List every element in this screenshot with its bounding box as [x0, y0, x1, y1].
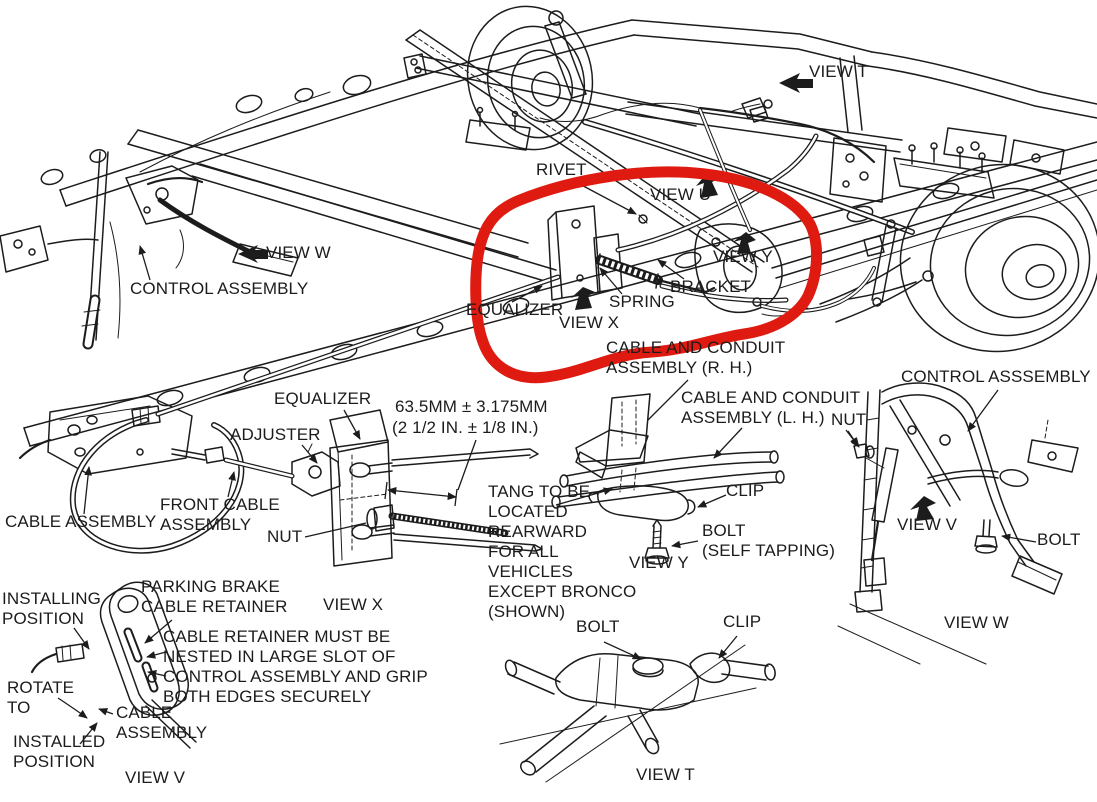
label-tang-note: TANG TO BE LOCATED REARWARD FOR ALL VEHI…: [488, 482, 637, 622]
label-view-y: VIEW Y: [713, 247, 773, 266]
label-cable-assembly-vv: CABLE ASSEMBLY: [116, 703, 208, 743]
label-rivet: RIVET: [536, 160, 587, 179]
label-clip-viewy: CLIP: [726, 481, 765, 500]
label-front-cable: FRONT CABLE ASSEMBLY: [160, 495, 280, 535]
label-view-t: VIEW T: [809, 62, 868, 81]
label-cable-conduit-lh: CABLE AND CONDUIT ASSEMBLY (L. H.): [681, 388, 861, 428]
label-parking-brake-retainer: PARKING BRAKE CABLE RETAINER: [141, 577, 288, 617]
label-view-x-main: VIEW X: [559, 313, 620, 332]
label-bracket: BRACKET: [670, 277, 751, 296]
label-retainer-note: CABLE RETAINER MUST BE NESTED IN LARGE S…: [163, 627, 428, 707]
label-control-assembly-right: CONTROL ASSSEMBLY: [901, 367, 1091, 386]
control-assembly-art: [0, 91, 331, 350]
label-nut-detail: NUT: [267, 527, 303, 546]
label-dimension-inch: (2 1/2 IN. ± 1/8 IN.): [392, 418, 539, 437]
view-w-direction-arrow-icon: [238, 245, 268, 263]
label-bolt-self-tapping: BOLT (SELF TAPPING): [702, 521, 836, 561]
view-y-direction-arrow-icon: [733, 232, 756, 254]
label-adjuster: ADJUSTER: [230, 425, 321, 444]
detail-view-x: [171, 409, 543, 567]
label-rotate-to: ROTATE TO: [7, 678, 75, 718]
view-v-direction-arrow-icon: [910, 496, 936, 521]
label-view-w-main: VIEW W: [266, 243, 331, 262]
label-nut-right: NUT: [831, 410, 867, 429]
rear-frame-parts: [729, 55, 1065, 175]
view-t-direction-arrow-icon: [779, 73, 813, 93]
detail-view-t: [499, 644, 776, 783]
left-axle-drum: [403, 5, 915, 235]
highlight-annotation: [470, 166, 823, 384]
label-installed-position: INSTALLED POSITION: [13, 732, 106, 772]
view-x-direction-arrow-icon: [571, 287, 595, 310]
label-cable-conduit-rh: CABLE AND CONDUIT ASSEMBLY (R. H.): [606, 338, 786, 378]
right-axle-drum: [761, 137, 1097, 353]
caption-view-y: VIEW Y: [629, 553, 689, 572]
caption-view-t: VIEW T: [636, 765, 695, 784]
label-clip-viewt: CLIP: [723, 612, 762, 631]
caption-view-w: VIEW W: [944, 613, 1009, 632]
detail-view-w: [837, 382, 1079, 665]
label-view-u: VIEW U: [650, 185, 712, 204]
label-bolt-viewt: BOLT: [576, 617, 620, 636]
label-equalizer-main: EQUALIZER: [466, 300, 564, 319]
label-view-v-right: VIEW V: [897, 515, 958, 534]
label-control-assembly: CONTROL ASSEMBLY: [130, 279, 309, 298]
label-dimension-metric: 63.5MM ± 3.175MM: [395, 397, 548, 416]
cable-assembly-loop: [18, 274, 561, 554]
label-installing-position: INSTALLING POSITION: [2, 589, 101, 629]
label-cable-assembly: CABLE ASSEMBLY: [5, 512, 157, 531]
label-equalizer-detail: EQUALIZER: [274, 389, 372, 408]
label-bolt-right: BOLT: [1037, 530, 1081, 549]
caption-view-x: VIEW X: [323, 595, 384, 614]
caption-view-v: VIEW V: [125, 768, 186, 787]
label-spring: SPRING: [609, 292, 675, 311]
